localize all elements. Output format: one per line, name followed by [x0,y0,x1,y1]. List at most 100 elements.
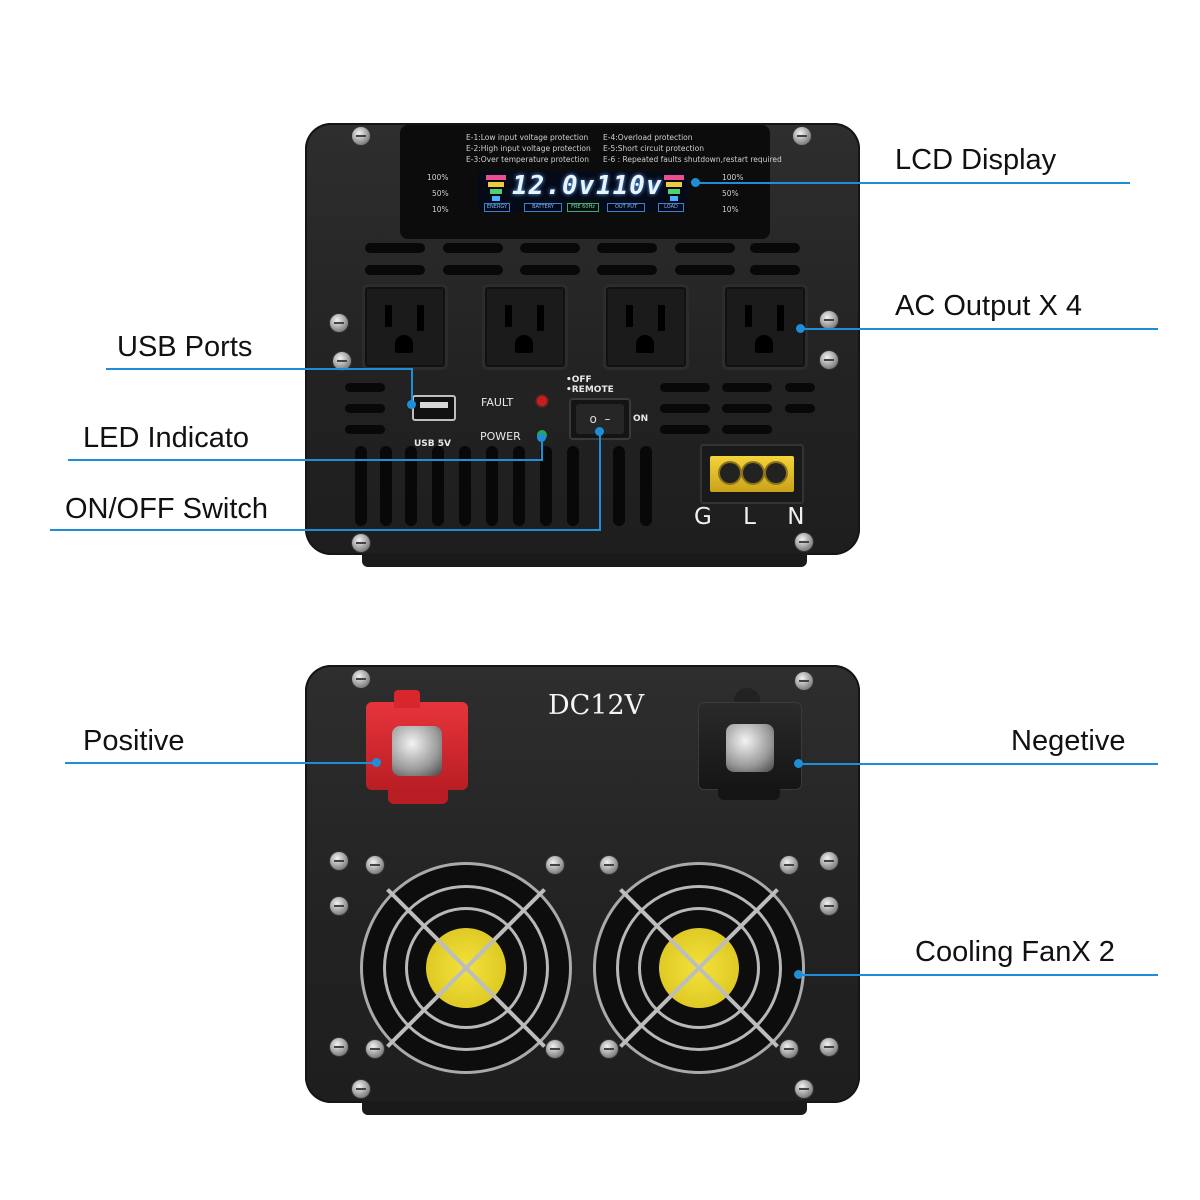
screw-icon [820,897,838,915]
callout-line [599,431,601,531]
positive-terminal[interactable] [366,690,476,808]
screw-icon [352,670,370,688]
ac-outlet-3[interactable] [603,284,689,370]
screw-icon [330,1038,348,1056]
vent-slot [405,446,417,526]
switch-off-label: •OFF [566,375,592,385]
screw-icon [352,534,370,552]
vent-slot [443,265,503,275]
load-bar-icon [664,175,684,203]
callout-line [798,974,1158,976]
callout-line [50,529,601,531]
callout-line [798,763,1158,765]
callout-line [68,459,542,461]
callout-usb-ports: USB Ports [117,331,253,363]
tag-energy: ENERGY [484,203,510,212]
vent-slot [345,383,385,392]
screw-icon [600,856,618,874]
ac-outlet-4[interactable] [722,284,808,370]
callout-on-off-switch: ON/OFF Switch [65,493,269,525]
vent-slot [597,265,657,275]
callout-line [800,328,1158,330]
screw-icon [780,856,798,874]
screw-icon [820,351,838,369]
ac-terminal-block[interactable] [700,444,804,504]
callout-line [65,762,377,764]
energy-bar-icon [486,175,506,203]
vent-slot [520,265,580,275]
callout-cooling-fan: Cooling FanX 2 [915,936,1115,968]
screw-icon [795,1080,813,1098]
right-level-100: 100% [722,173,744,182]
vent-slot [432,446,444,526]
lcd-screen [478,171,688,211]
callout-dot [372,758,381,767]
screw-icon [820,311,838,329]
screw-icon [795,672,813,690]
vent-slot [520,243,580,253]
vent-slot [660,404,710,413]
vent-slot [380,446,392,526]
vent-slot [750,265,800,275]
vent-slot [459,446,471,526]
fault-led [537,396,547,406]
vent-slot [513,446,525,526]
vent-slot [675,243,735,253]
vent-slot [365,265,425,275]
callout-dot [794,759,803,768]
left-level-50: 50% [432,189,449,198]
rear-panel-foot [362,1101,807,1115]
vent-slot [345,425,385,434]
vent-slot [722,383,772,392]
tag-frequency: FRE 60Hz [567,203,599,212]
vent-slot [640,446,652,526]
terminal-screw-icon [743,463,763,483]
screw-icon [352,1080,370,1098]
callout-negative: Negetive [1011,725,1126,757]
terminal-screw-icon [766,463,786,483]
screw-icon [366,1040,384,1058]
callout-dot [796,324,805,333]
fault-label: FAULT [481,396,514,409]
vent-slot [675,265,735,275]
screw-icon [600,1040,618,1058]
left-level-10: 10% [432,205,449,214]
screw-icon [330,852,348,870]
tag-battery: BATTERY [524,203,562,212]
error-code-e5: E-5:Short circuit protection [603,144,704,153]
callout-dot [794,970,803,979]
callout-ac-output: AC Output X 4 [895,290,1082,322]
screw-icon [820,1038,838,1056]
screw-icon [330,897,348,915]
vent-slot [355,446,367,526]
vent-slot [785,383,815,392]
negative-terminal[interactable] [698,688,808,806]
usb-port[interactable] [412,395,456,421]
vent-slot [613,446,625,526]
callout-line [411,368,413,405]
tag-load: LOAD [658,203,684,212]
vent-slot [660,425,710,434]
right-level-10: 10% [722,205,739,214]
bolt-icon [726,724,774,772]
error-code-e4: E-4:Overload protection [603,133,693,142]
vent-slot [345,404,385,413]
terminal-screw-icon [720,463,740,483]
vent-slot [785,404,815,413]
screw-icon [780,1040,798,1058]
screw-icon [546,1040,564,1058]
vent-slot [597,243,657,253]
voltage-label: DC12V [548,690,645,721]
callout-dot [691,178,700,187]
vent-slot [540,446,552,526]
callout-dot [537,433,546,442]
ac-outlet-2[interactable] [482,284,568,370]
switch-on-label: ON [633,414,649,424]
ac-outlet-1[interactable] [362,284,448,370]
front-panel-foot [362,553,807,567]
callout-lcd-display: LCD Display [895,144,1057,176]
bolt-icon [392,726,442,776]
screw-icon [366,856,384,874]
error-code-e3: E-3:Over temperature protection [466,155,590,164]
vent-slot [443,243,503,253]
